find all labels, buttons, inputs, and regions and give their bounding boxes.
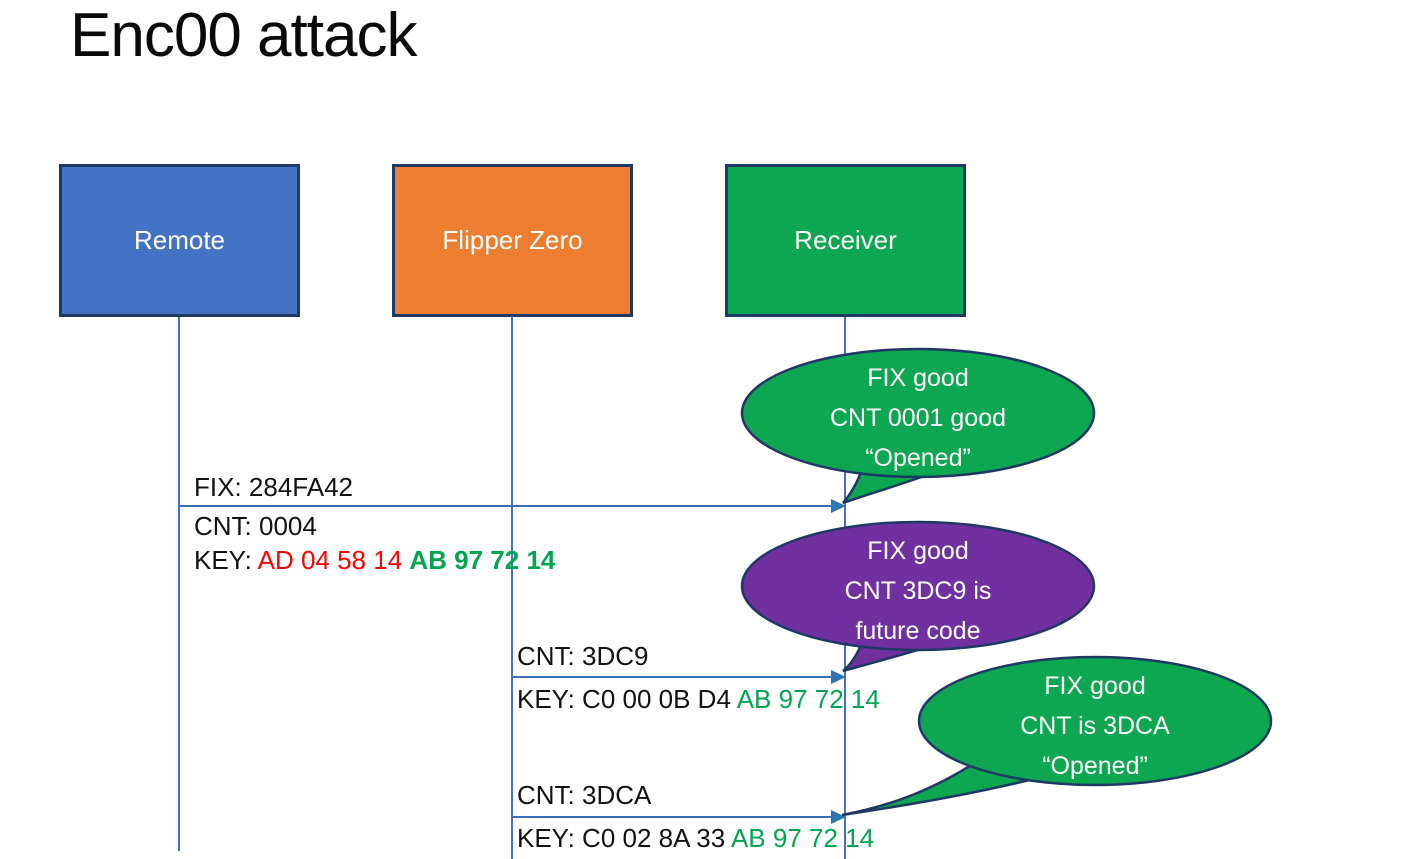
key-green-bytes: AB 97 72 14	[730, 823, 875, 853]
callout-2-text: FIX good CNT 3DC9 is future code	[737, 531, 1099, 651]
key-red-bytes: AD 04 58 14	[257, 545, 410, 575]
key-prefix: KEY: C0 00 0B D4	[517, 684, 737, 714]
bubble-ellipse	[740, 520, 1096, 652]
actor-box-flipper-zero: Flipper Zero	[392, 164, 633, 317]
message1-arrowhead-icon	[831, 499, 846, 513]
callout-3-text: FIX good CNT is 3DCA “Opened”	[915, 666, 1275, 786]
message1-arrow-line	[179, 505, 832, 507]
callout-bubble-2: FIX good CNT 3DC9 is future code	[737, 519, 1099, 681]
callout-line: “Opened”	[865, 444, 971, 472]
bubble-ellipse	[917, 655, 1273, 787]
lifeline-flipper-zero	[511, 316, 513, 859]
key-green-bytes: AB 97 72 14	[409, 545, 556, 575]
speech-bubble-icon	[841, 655, 1273, 817]
message1-cnt-label: CNT: 0004	[194, 511, 317, 541]
message3-key-label: KEY: C0 02 8A 33 AB 97 72 14	[517, 823, 874, 854]
message2-arrowhead-icon	[831, 670, 846, 684]
actor-label-remote: Remote	[133, 225, 226, 255]
page-title: Enc00 attack	[70, 1, 417, 70]
message2-key-label: KEY: C0 00 0B D4 AB 97 72 14	[517, 684, 880, 715]
callout-line: FIX good	[1044, 672, 1146, 700]
callout-line: FIX good	[867, 537, 969, 565]
callout-bubble-1: FIX good CNT 0001 good “Opened”	[737, 346, 1099, 508]
key-green-bytes: AB 97 72 14	[736, 684, 880, 714]
actor-box-remote: Remote	[59, 164, 300, 317]
message1-key-label: KEY: AD 04 58 14 AB 97 72 14	[194, 545, 555, 576]
message2-arrow-line	[512, 676, 832, 678]
callout-line: CNT 3DC9 is	[844, 577, 992, 605]
callout-line: future code	[855, 617, 981, 645]
actor-box-receiver: Receiver	[725, 164, 966, 317]
callout-line: FIX good	[867, 364, 969, 392]
message1-fix-label: FIX: 284FA42	[194, 472, 353, 502]
speech-bubble-icon	[740, 347, 1096, 505]
message3-arrowhead-icon	[831, 810, 846, 824]
callout-bubble-3: FIX good CNT is 3DCA “Opened”	[828, 654, 1276, 819]
lifeline-remote	[178, 317, 180, 851]
message2-cnt-label: CNT: 3DC9	[517, 641, 649, 671]
key-prefix: KEY:	[194, 545, 258, 575]
message3-arrow-line	[512, 816, 832, 818]
callout-line: CNT 0001 good	[829, 404, 1007, 432]
key-prefix: KEY: C0 02 8A 33	[517, 823, 731, 853]
callout-line: “Opened”	[1042, 752, 1148, 780]
callout-1-text: FIX good CNT 0001 good “Opened”	[737, 358, 1099, 478]
speech-bubble-icon	[740, 520, 1096, 673]
callout-line: CNT is 3DCA	[1020, 712, 1170, 740]
actor-label-receiver: Receiver	[794, 225, 897, 255]
actor-label-flipper-zero: Flipper Zero	[442, 225, 583, 255]
bubble-ellipse	[740, 347, 1096, 479]
message3-cnt-label: CNT: 3DCA	[517, 780, 652, 810]
